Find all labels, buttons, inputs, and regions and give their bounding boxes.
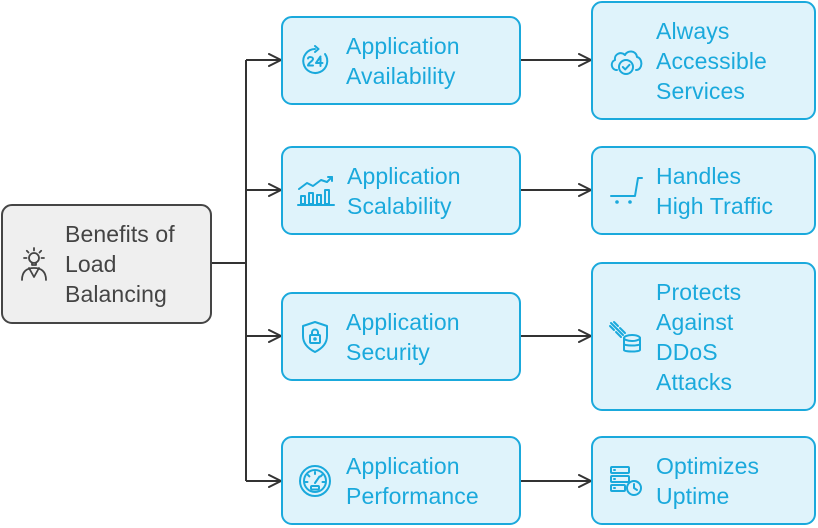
benefit-availability-label: Application Availability	[346, 32, 460, 89]
shopping-cart-icon	[608, 176, 644, 206]
outcome-handles-traffic-label: Handles High Traffic	[656, 162, 774, 219]
speedometer-icon	[298, 464, 332, 498]
benefit-performance: Application Performance	[281, 436, 521, 525]
idea-person-icon	[17, 247, 51, 281]
benefit-security: Application Security	[281, 292, 521, 381]
benefit-performance-label: Application Performance	[346, 452, 479, 509]
server-clock-icon	[608, 465, 644, 497]
outcome-protects-ddos-label: Protects Against DDoS Attacks	[656, 278, 742, 395]
outcome-handles-traffic: Handles High Traffic	[591, 146, 816, 235]
outcome-optimizes-uptime-label: Optimizes Uptime	[656, 452, 760, 509]
benefit-availability: Application Availability	[281, 16, 521, 105]
benefit-scalability: Application Scalability	[281, 146, 521, 235]
outcome-always-accessible: Always Accessible Services	[591, 1, 816, 120]
cloud-check-icon	[608, 46, 644, 76]
outcome-always-accessible-label: Always Accessible Services	[656, 17, 767, 104]
outcome-optimizes-uptime: Optimizes Uptime	[591, 436, 816, 525]
benefit-security-label: Application Security	[346, 308, 460, 365]
24-hour-icon	[299, 44, 331, 77]
root-label: Benefits of Load Balancing	[65, 221, 175, 307]
benefit-scalability-label: Application Scalability	[347, 162, 461, 219]
growth-chart-icon	[297, 175, 335, 206]
shield-lock-icon	[299, 320, 331, 354]
outcome-protects-ddos: Protects Against DDoS Attacks	[591, 262, 816, 411]
root-node: Benefits of Load Balancing	[1, 204, 212, 324]
database-attack-icon	[608, 320, 644, 354]
